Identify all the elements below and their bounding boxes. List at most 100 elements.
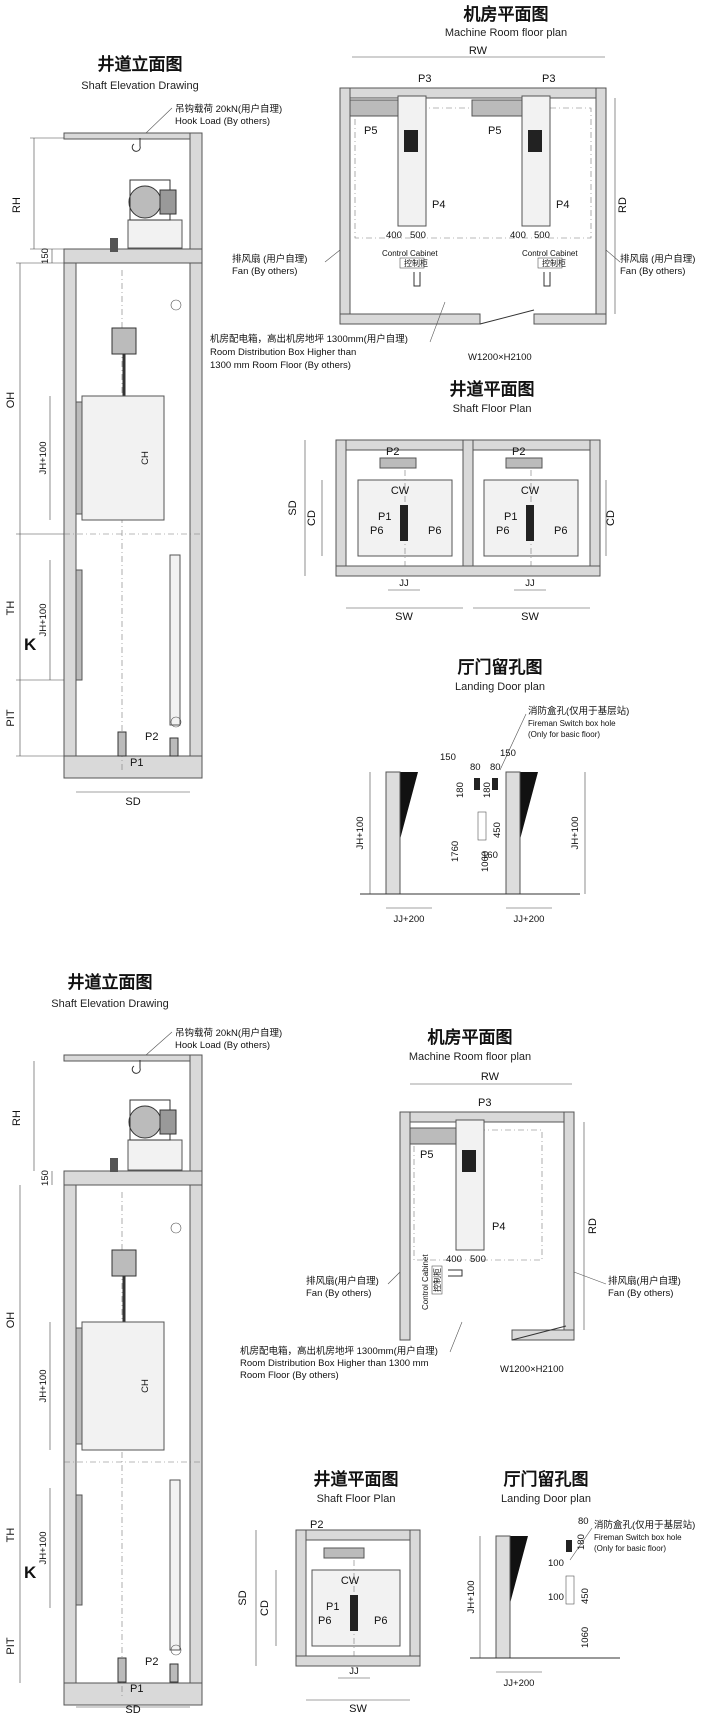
hook-zh: 吊钩载荷 20kN(用户自理)	[175, 1027, 282, 1039]
dim-150b: 150	[500, 748, 516, 759]
dim-jj: JJ	[349, 1666, 359, 1677]
label-p2-1: P2	[386, 446, 399, 458]
label-p5-2: P5	[488, 125, 501, 137]
dim-cd-1: CD	[306, 510, 318, 526]
elevator-car	[75, 327, 165, 521]
cabinet-en-1: Control Cabinet	[382, 249, 438, 258]
dim-450: 450	[492, 822, 503, 838]
bottom-shaft-elevation: 井道立面图 Shaft Elevation Drawing 吊钩载荷 20kN(…	[5, 972, 282, 1716]
top-machine-room: 机房平面图 Machine Room floor plan RW RD P3 P…	[210, 4, 695, 371]
label-p2-2: P2	[512, 446, 525, 458]
fan2-zh: 排风扇(用户自理)	[608, 1275, 681, 1287]
label-p2: P2	[310, 1519, 323, 1531]
dim-150a: 150	[440, 752, 456, 763]
machine-room-wall	[189, 132, 203, 250]
dim-jh-1: JH+100	[355, 816, 366, 849]
hook-zh: 吊钩载荷 20kN(用户自理)	[175, 103, 282, 115]
dim-jj-1: JJ+200	[394, 914, 425, 925]
label-p3-2: P3	[542, 73, 555, 85]
label-p2: P2	[145, 1656, 158, 1668]
dim-pit: PIT	[5, 709, 17, 726]
dim-pit: PIT	[5, 1637, 17, 1654]
label-p6-2: P6	[428, 525, 441, 537]
traction-machine	[110, 179, 183, 252]
title-zh: 井道平面图	[314, 1469, 399, 1489]
machine-room-slab	[63, 248, 203, 264]
dim-rh: RH	[11, 197, 23, 213]
pit-floor	[63, 755, 203, 779]
dim-180: 180	[576, 1534, 587, 1550]
bottom-shaft-plan: 井道平面图 Shaft Floor Plan P2 CW P1 P6 P6 SD…	[237, 1469, 421, 1715]
label-p3: P3	[478, 1097, 491, 1109]
dim-150: 150	[40, 1170, 51, 1186]
hook-icon	[131, 138, 141, 152]
fan2-zh: 排风扇 (用户自理)	[620, 253, 695, 265]
box-zh: 机房配电箱，高出机房地坪 1300mm(用户自理)	[210, 333, 408, 345]
dim-160: 160	[482, 850, 498, 861]
dim-400: 400	[446, 1254, 462, 1265]
dim-500-1: 500	[410, 230, 426, 241]
dim-500: 500	[470, 1254, 486, 1265]
label-p6-1: P6	[318, 1615, 331, 1627]
title-zh: 井道平面图	[450, 379, 535, 399]
cabinet-en: Control Cabinet	[421, 1254, 430, 1310]
title-en: Machine Room floor plan	[445, 27, 567, 39]
box-en1: Room Distribution Box Higher than 1300 m…	[240, 1358, 429, 1369]
door-size: W1200×H2100	[468, 352, 532, 363]
label-p6-4: P6	[554, 525, 567, 537]
title-en: Landing Door plan	[501, 1493, 591, 1505]
dim-jj-2: JJ+200	[514, 914, 545, 925]
box-en2: 1300 mm Room Floor (By others)	[210, 360, 351, 371]
fireman-zh: 消防盒孔(仅用于基层站)	[528, 705, 629, 717]
title-en: Landing Door plan	[455, 681, 545, 693]
dim-80b: 80	[490, 762, 501, 773]
title-zh: 机房平面图	[428, 1027, 513, 1047]
dim-jh-2: JH+100	[570, 816, 581, 849]
dim-400-1: 400	[386, 230, 402, 241]
dim-1760: 1760	[450, 841, 461, 862]
label-p1: P1	[130, 757, 143, 769]
title-zh: 机房平面图	[464, 4, 549, 24]
fan-zh: 排风扇(用户自理)	[306, 1275, 379, 1287]
top-landing-door: 厅门留孔图 Landing Door plan 消防盒孔(仅用于基层站) Fir…	[355, 657, 629, 925]
dim-sd: SD	[287, 500, 299, 515]
label-p4: P4	[492, 1221, 505, 1233]
dim-450: 450	[580, 1588, 591, 1604]
fan-zh: 排风扇 (用户自理)	[232, 253, 307, 265]
dim-80: 80	[578, 1516, 589, 1527]
title-en: Shaft Elevation Drawing	[81, 80, 198, 92]
dim-150: 150	[40, 248, 51, 264]
hook-en: Hook Load (By others)	[175, 116, 270, 127]
title-en: Shaft Elevation Drawing	[51, 998, 168, 1010]
label-p5: P5	[420, 1149, 433, 1161]
label-p1: P1	[130, 1683, 143, 1695]
title-en: Machine Room floor plan	[409, 1051, 531, 1063]
hook-icon	[131, 1060, 141, 1074]
dim-80a: 80	[470, 762, 481, 773]
dim-rd: RD	[617, 197, 629, 213]
dim-cd-2: CD	[605, 510, 617, 526]
dim-cd: CD	[259, 1600, 271, 1616]
cabinet-en-2: Control Cabinet	[522, 249, 578, 258]
dim-sd: SD	[125, 796, 140, 808]
dim-jh1: JH+100	[38, 1369, 49, 1402]
label-p2: P2	[145, 731, 158, 743]
dim-k: K	[24, 1563, 37, 1582]
dim-oh: OH	[5, 1312, 17, 1329]
cabinet-zh-2: 控制柜	[542, 258, 566, 268]
label-p5-1: P5	[364, 125, 377, 137]
dim-jh2: JH+100	[38, 1531, 49, 1564]
shaft-left-wall	[63, 262, 77, 779]
title-zh: 厅门留孔图	[504, 1469, 589, 1489]
dim-rh: RH	[11, 1110, 23, 1126]
box-en1: Room Distribution Box Higher than	[210, 347, 356, 358]
dim-100b: 100	[548, 1592, 564, 1603]
traction-machine	[110, 1099, 183, 1172]
dim-1060: 1060	[580, 1627, 591, 1648]
label-p6-1: P6	[370, 525, 383, 537]
label-p6-2: P6	[374, 1615, 387, 1627]
label-p1: P1	[326, 1601, 339, 1613]
elevator-car	[75, 1249, 165, 1451]
